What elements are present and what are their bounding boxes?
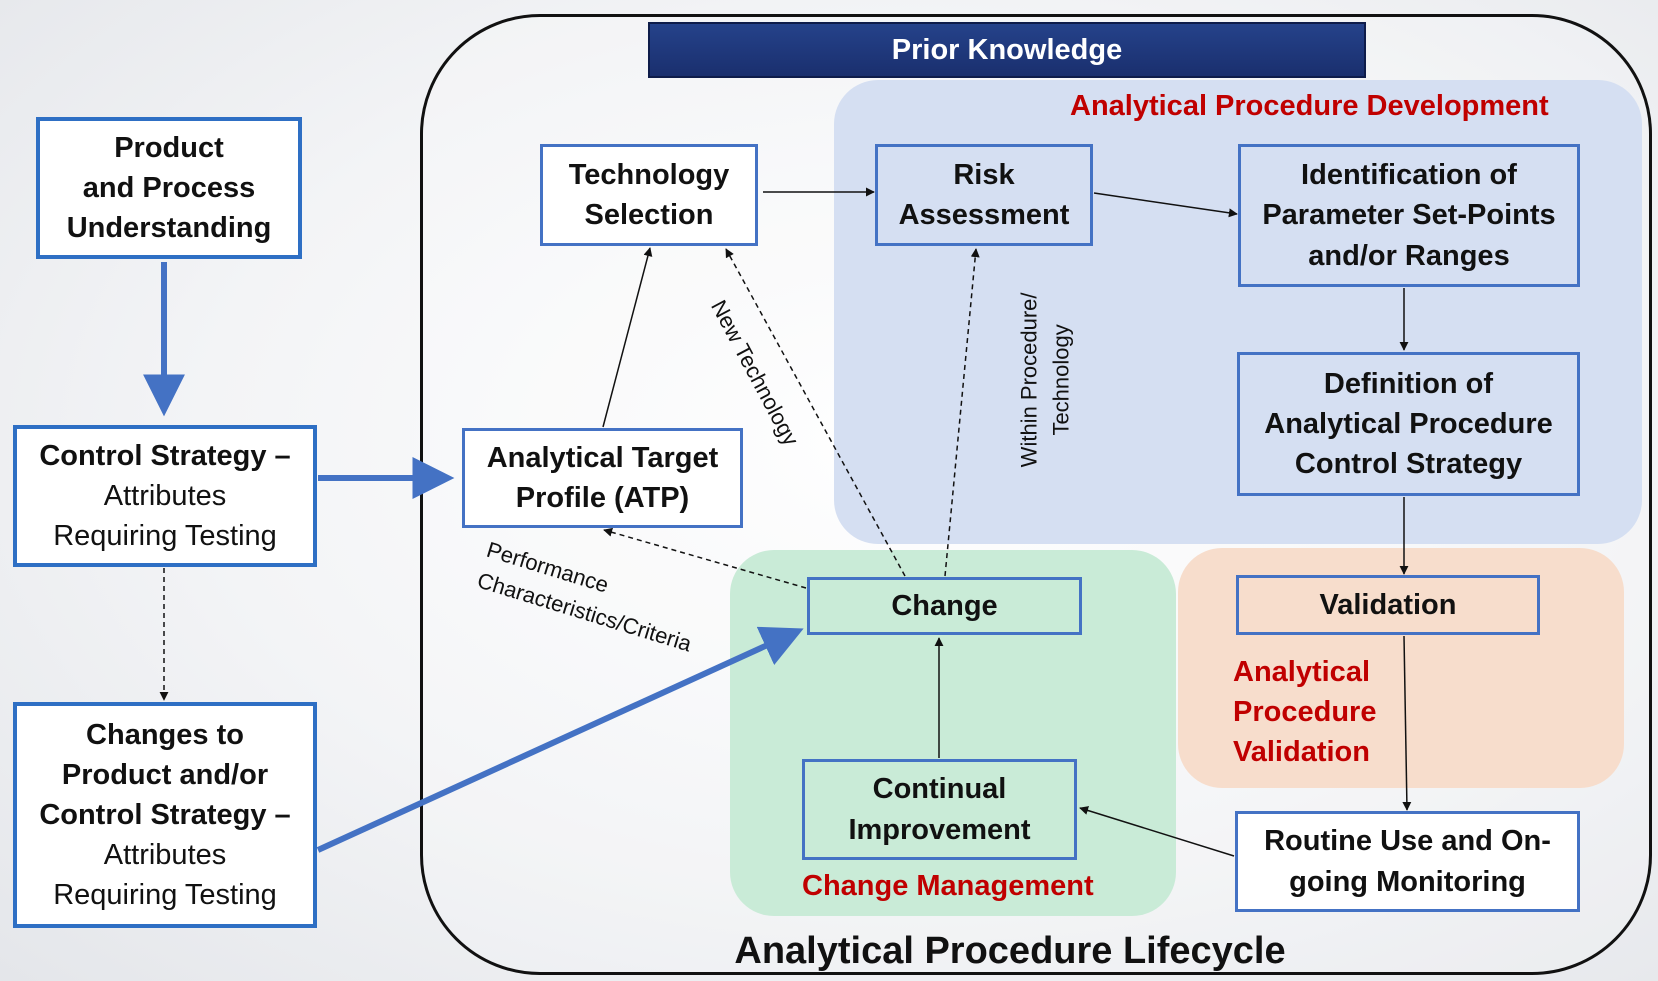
identification-box: Identification of Parameter Set-Points a… [1238, 144, 1580, 287]
control-strategy-box: Control Strategy – Attributes Requiring … [13, 425, 317, 567]
lifecycle-title: Analytical Procedure Lifecycle [734, 930, 1286, 972]
development-title: Analytical Procedure Development [1070, 90, 1549, 122]
changes-line-2: Requiring Testing [53, 879, 277, 912]
changes-to-product-box: Changes to Product and/or Control Strate… [13, 702, 317, 928]
validation-title: Analytical Procedure Validation [1233, 652, 1376, 772]
arrow-change-to-technology [725, 248, 906, 577]
validation-title-line-1: Analytical [1233, 656, 1370, 688]
arrow-changes-to-change [316, 626, 804, 853]
continual-improvement-line-2: Improvement [848, 813, 1031, 846]
changes-title-line-1: Changes to [86, 718, 244, 751]
validation-box: Validation [1236, 575, 1540, 635]
arrow-risk-to-identification [1093, 192, 1238, 218]
atp-line-1: Analytical Target [486, 441, 719, 474]
risk-assessment-line-1: Risk [953, 158, 1015, 191]
control-strategy-line-1: Attributes [103, 479, 227, 512]
technology-selection-line-1: Technology [568, 158, 730, 191]
routine-use-line-1: Routine Use and On- [1264, 825, 1551, 858]
validation-title-line-2: Procedure [1233, 696, 1377, 729]
technology-selection-line-2: Selection [584, 199, 714, 231]
validation-box-label: Validation [1319, 588, 1457, 621]
product-process-line-3: Understanding [66, 212, 272, 244]
changes-title-line-2: Product and/or [61, 758, 269, 791]
identification-line-1: Identification of [1301, 159, 1517, 192]
definition-box: Definition of Analytical Procedure Contr… [1237, 352, 1580, 496]
validation-title-line-3: Validation [1233, 736, 1370, 769]
continual-improvement-line-1: Continual [872, 773, 1007, 806]
change-box: Change [807, 577, 1082, 635]
change-box-label: Change [891, 589, 998, 622]
prior-knowledge-bar: Prior Knowledge [648, 22, 1366, 78]
continual-improvement-box: Continual Improvement [802, 759, 1077, 860]
technology-selection-box: Technology Selection [540, 144, 758, 246]
change-management-title: Change Management [802, 870, 1094, 902]
risk-assessment-line-2: Assessment [898, 199, 1070, 231]
validation-region [1178, 548, 1624, 788]
identification-line-2: Parameter Set-Points [1262, 199, 1556, 232]
within-procedure-label: Within Procedure/ Technology [1014, 292, 1078, 467]
changes-title-line-3: Control Strategy – [39, 798, 291, 831]
arrow-change-to-risk [944, 248, 980, 577]
product-process-line-2: and Process [82, 171, 256, 204]
changes-line-1: Attributes [103, 839, 227, 871]
arrow-validation-to-routine [1402, 635, 1412, 811]
identification-line-3: and/or Ranges [1308, 239, 1510, 272]
arrow-routine-to-continual [1079, 806, 1235, 857]
product-process-box: Product and Process Understanding [36, 117, 302, 259]
definition-line-1: Definition of [1323, 367, 1494, 400]
control-strategy-line-2: Requiring Testing [53, 520, 277, 552]
prior-knowledge-label: Prior Knowledge [891, 33, 1123, 66]
risk-assessment-box: Risk Assessment [875, 144, 1093, 246]
within-procedure-line-2: Technology [1048, 324, 1074, 436]
within-procedure-line-1: Within Procedure/ [1016, 292, 1042, 468]
atp-box: Analytical Target Profile (ATP) [462, 428, 743, 528]
product-process-line-1: Product [114, 131, 224, 164]
routine-use-line-2: going Monitoring [1289, 865, 1526, 898]
arrow-atp-to-technology [602, 247, 653, 428]
atp-line-2: Profile (ATP) [515, 482, 690, 514]
control-strategy-title: Control Strategy – [39, 439, 291, 472]
routine-use-box: Routine Use and On- going Monitoring [1235, 811, 1580, 912]
definition-line-3: Control Strategy [1294, 448, 1523, 480]
definition-line-2: Analytical Procedure [1264, 407, 1553, 440]
arrow-change-to-atp [603, 527, 807, 589]
